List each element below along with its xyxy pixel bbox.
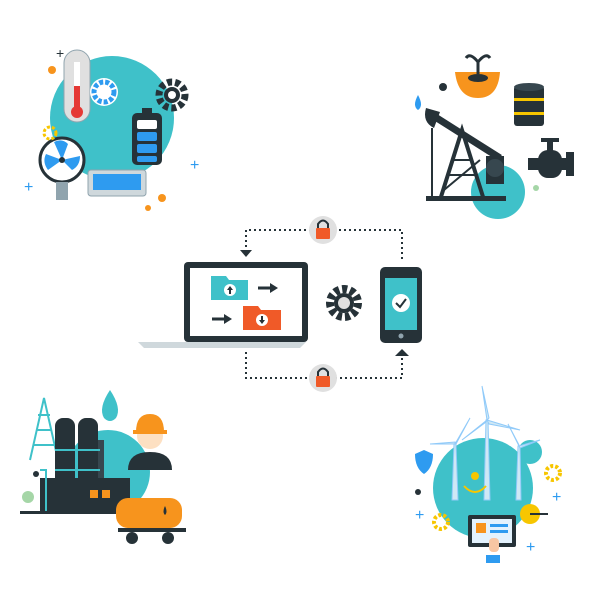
refinery-cluster	[20, 390, 186, 544]
wind-energy-cluster: + + +	[415, 385, 562, 563]
decorative-dot	[33, 471, 39, 477]
decorative-dot	[22, 491, 34, 503]
battery-icon	[132, 108, 162, 165]
svg-text:+: +	[24, 179, 33, 196]
refinery-icon	[20, 397, 150, 514]
small-gear-icon	[42, 125, 58, 141]
touch-hand-icon	[486, 538, 500, 563]
upload-folder-icon	[211, 276, 278, 300]
data-transfer-center	[138, 216, 422, 392]
gauge-icon	[520, 504, 548, 524]
pipe-valve-icon	[528, 138, 574, 178]
svg-text:+: +	[552, 489, 561, 506]
oil-barrel-icon	[514, 83, 544, 126]
lock-icon	[309, 364, 337, 392]
shield-icon	[415, 450, 433, 474]
svg-text:+: +	[415, 507, 424, 524]
decorative-plus: + + +	[415, 489, 561, 556]
oil-pump-icon	[425, 108, 506, 201]
smartphone-icon[interactable]	[380, 267, 422, 343]
checkmark-icon	[392, 294, 410, 312]
smart-devices-cluster: + + +	[24, 45, 199, 211]
water-drop-icon	[102, 390, 118, 421]
wind-turbine-icon	[429, 385, 541, 501]
svg-text:+: +	[526, 539, 535, 556]
fan-icon	[38, 136, 86, 200]
svg-text:+: +	[56, 45, 64, 61]
gear-icon	[155, 78, 189, 112]
decorative-dot	[533, 185, 539, 191]
download-folder-icon	[212, 306, 281, 330]
tablet-icon[interactable]	[468, 515, 516, 547]
decorative-dots: + + +	[24, 45, 199, 211]
gear-icon	[544, 464, 562, 482]
plant-bowl-icon	[455, 54, 500, 98]
thermometer-icon	[63, 49, 91, 123]
svg-text:+: +	[190, 157, 199, 174]
settings-gear-icon[interactable]	[326, 285, 362, 321]
arrow-up-icon	[395, 349, 409, 356]
touch-icon	[463, 472, 487, 493]
worker-icon	[128, 414, 172, 470]
laptop-icon[interactable]	[138, 262, 308, 348]
lock-icon	[309, 216, 337, 244]
decorative-dot	[439, 83, 447, 91]
oil-extraction-cluster	[415, 54, 574, 219]
gear-icon	[90, 78, 118, 106]
tanker-truck-icon	[116, 498, 186, 544]
gear-icon	[432, 513, 450, 531]
teal-background-circle	[471, 165, 525, 219]
arrow-down-icon	[240, 250, 252, 257]
oil-drop-icon	[415, 95, 421, 110]
keyboard-icon	[87, 169, 147, 197]
